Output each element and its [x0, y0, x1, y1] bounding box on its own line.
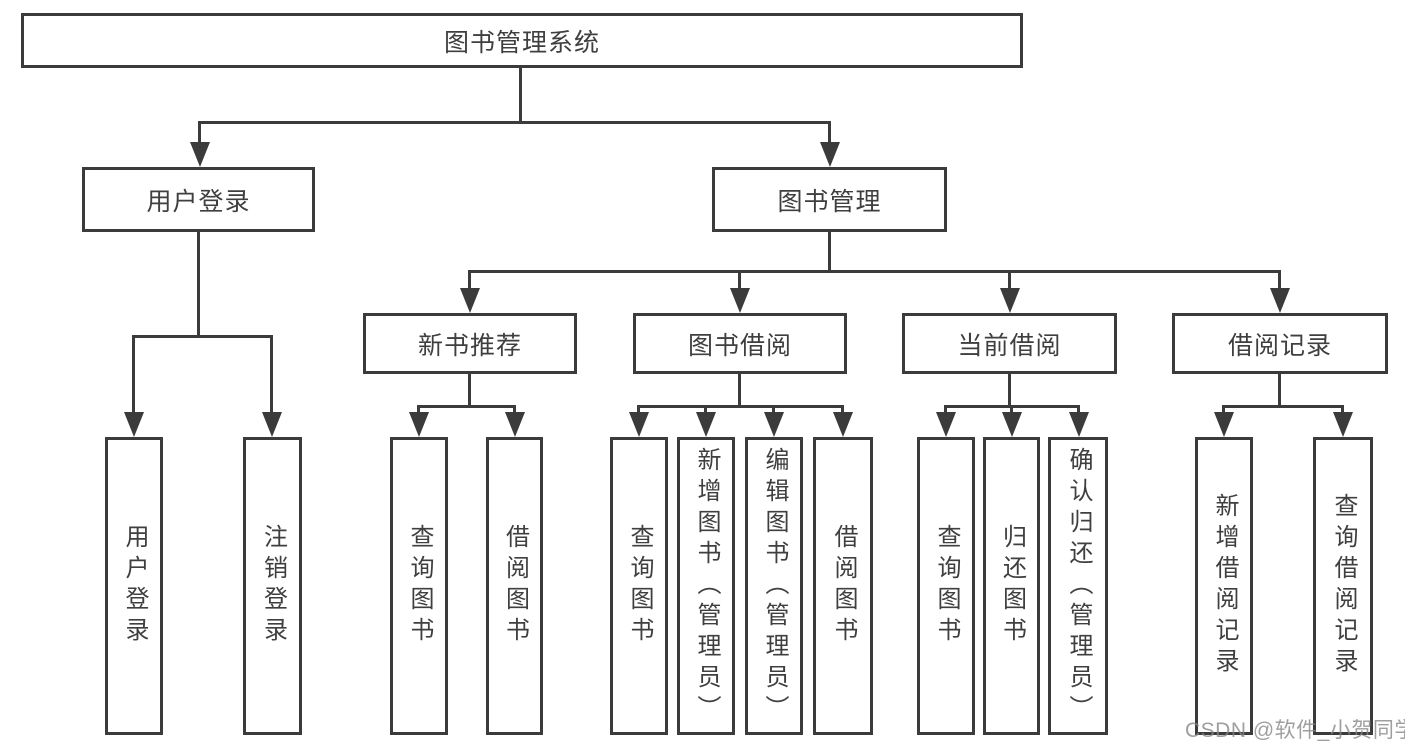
node-label: 查询借阅记录	[1330, 493, 1357, 679]
edge-book-management-bar	[468, 270, 1281, 273]
node-book-management: 图书管理	[712, 167, 947, 232]
leaf-borrow-books-1: 借阅图书	[486, 437, 543, 735]
leaf-edit-book-admin: 编辑图书（管理员）	[745, 437, 803, 735]
edge-to-query-borrow-record	[1341, 405, 1344, 415]
node-label: 图书管理系统	[443, 28, 600, 57]
arrowhead-leaf-logout	[262, 412, 282, 437]
arrowhead-user-login	[190, 142, 210, 167]
node-label: 新书推荐	[417, 331, 522, 360]
edge-to-borrow-books-2	[841, 405, 844, 415]
edge-new-book-bar	[417, 405, 516, 408]
node-label: 新增图书（管理员）	[693, 446, 720, 726]
edge-to-query-books-3	[944, 405, 947, 415]
leaf-query-books-3: 查询图书	[917, 437, 975, 735]
node-label: 编辑图书（管理员）	[761, 446, 788, 726]
arrowhead-borrow-books-1	[505, 412, 525, 437]
leaf-query-borrow-record: 查询借阅记录	[1313, 437, 1373, 735]
edge-user-login-drop	[197, 232, 200, 338]
arrowhead-book-management	[820, 142, 840, 167]
node-label: 借阅图书	[501, 524, 529, 648]
edge-to-edit-book	[772, 405, 775, 415]
edge-to-query-books-2	[637, 405, 640, 415]
node-label: 查询图书	[933, 524, 960, 648]
edge-to-confirm-return	[1077, 405, 1080, 415]
node-label: 当前借阅	[957, 331, 1062, 360]
edge-user-login-bar	[132, 335, 273, 338]
node-label: 用户登录	[146, 187, 251, 216]
arrowhead-confirm-return	[1069, 412, 1089, 437]
node-library-system: 图书管理系统	[21, 13, 1023, 68]
leaf-return-books: 归还图书	[983, 437, 1040, 735]
edge-to-new-book-recommendation	[468, 270, 471, 290]
csdn-watermark: CSDN @软件_小贺同学	[1185, 719, 1405, 742]
node-label: 用户登录	[121, 524, 148, 648]
arrowhead-query-borrow-record	[1333, 412, 1353, 437]
edge-to-borrow-books-1	[513, 405, 516, 415]
edge-borrowing-records-drop	[1278, 374, 1281, 408]
arrowhead-add-book	[696, 412, 716, 437]
arrowhead-query-books-2	[629, 412, 649, 437]
node-new-book-recommendation: 新书推荐	[363, 313, 577, 374]
edge-to-leaf-user-login	[132, 335, 135, 415]
edge-book-borrowing-drop	[738, 374, 741, 408]
leaf-user-login: 用户登录	[105, 437, 163, 735]
leaf-confirm-return-admin: 确认归还（管理员）	[1048, 437, 1108, 735]
edge-book-borrowing-bar	[637, 405, 844, 408]
edge-borrowing-records-bar	[1222, 405, 1344, 408]
edge-to-current-borrowing	[1008, 270, 1011, 290]
node-label: 确认归还（管理员）	[1065, 446, 1092, 726]
node-label: 新增借阅记录	[1211, 493, 1238, 679]
leaf-borrow-books-2: 借阅图书	[813, 437, 873, 735]
leaf-add-book-admin: 新增图书（管理员）	[677, 437, 735, 735]
edge-to-return-books	[1010, 405, 1013, 415]
node-borrowing-records: 借阅记录	[1172, 313, 1388, 374]
leaf-logout: 注销登录	[243, 437, 302, 735]
arrowhead-add-borrow-record	[1214, 412, 1234, 437]
edge-to-query-books-1	[417, 405, 420, 415]
edge-new-book-drop	[468, 374, 471, 408]
edge-to-add-book	[704, 405, 707, 415]
arrowhead-edit-book	[764, 412, 784, 437]
edge-root-drop	[519, 68, 522, 122]
edge-to-leaf-logout	[270, 335, 273, 415]
edge-to-borrowing-records	[1278, 270, 1281, 290]
edge-to-user-login	[198, 121, 201, 148]
arrowhead-book-borrowing	[730, 288, 750, 313]
arrowhead-borrow-books-2	[833, 412, 853, 437]
leaf-query-books-2: 查询图书	[610, 437, 668, 735]
node-book-borrowing: 图书借阅	[633, 313, 847, 374]
node-label: 注销登录	[259, 524, 287, 648]
arrowhead-leaf-user-login	[124, 412, 144, 437]
arrowhead-borrowing-records	[1270, 288, 1290, 313]
node-user-login: 用户登录	[82, 167, 315, 232]
node-label: 借阅记录	[1227, 331, 1332, 360]
node-label: 借阅图书	[830, 524, 857, 648]
node-label: 图书管理	[777, 187, 882, 216]
edge-to-add-borrow-record	[1222, 405, 1225, 415]
arrowhead-query-books-3	[936, 412, 956, 437]
arrowhead-query-books-1	[409, 412, 429, 437]
node-label: 图书借阅	[687, 331, 792, 360]
node-current-borrowing: 当前借阅	[902, 313, 1117, 374]
edge-root-bar	[198, 121, 831, 124]
edge-to-book-borrowing	[738, 270, 741, 290]
edge-book-management-drop	[828, 232, 831, 273]
edge-to-book-management	[828, 121, 831, 148]
edge-current-borrowing-drop	[1008, 374, 1011, 408]
node-label: 查询图书	[626, 524, 653, 648]
arrowhead-current-borrowing	[1000, 288, 1020, 313]
node-label: 归还图书	[998, 524, 1026, 648]
arrowhead-new-book-recommendation	[460, 288, 480, 313]
leaf-query-books-1: 查询图书	[390, 437, 448, 735]
arrowhead-return-books	[1002, 412, 1022, 437]
leaf-add-borrow-record: 新增借阅记录	[1195, 437, 1253, 735]
node-label: 查询图书	[406, 524, 433, 648]
